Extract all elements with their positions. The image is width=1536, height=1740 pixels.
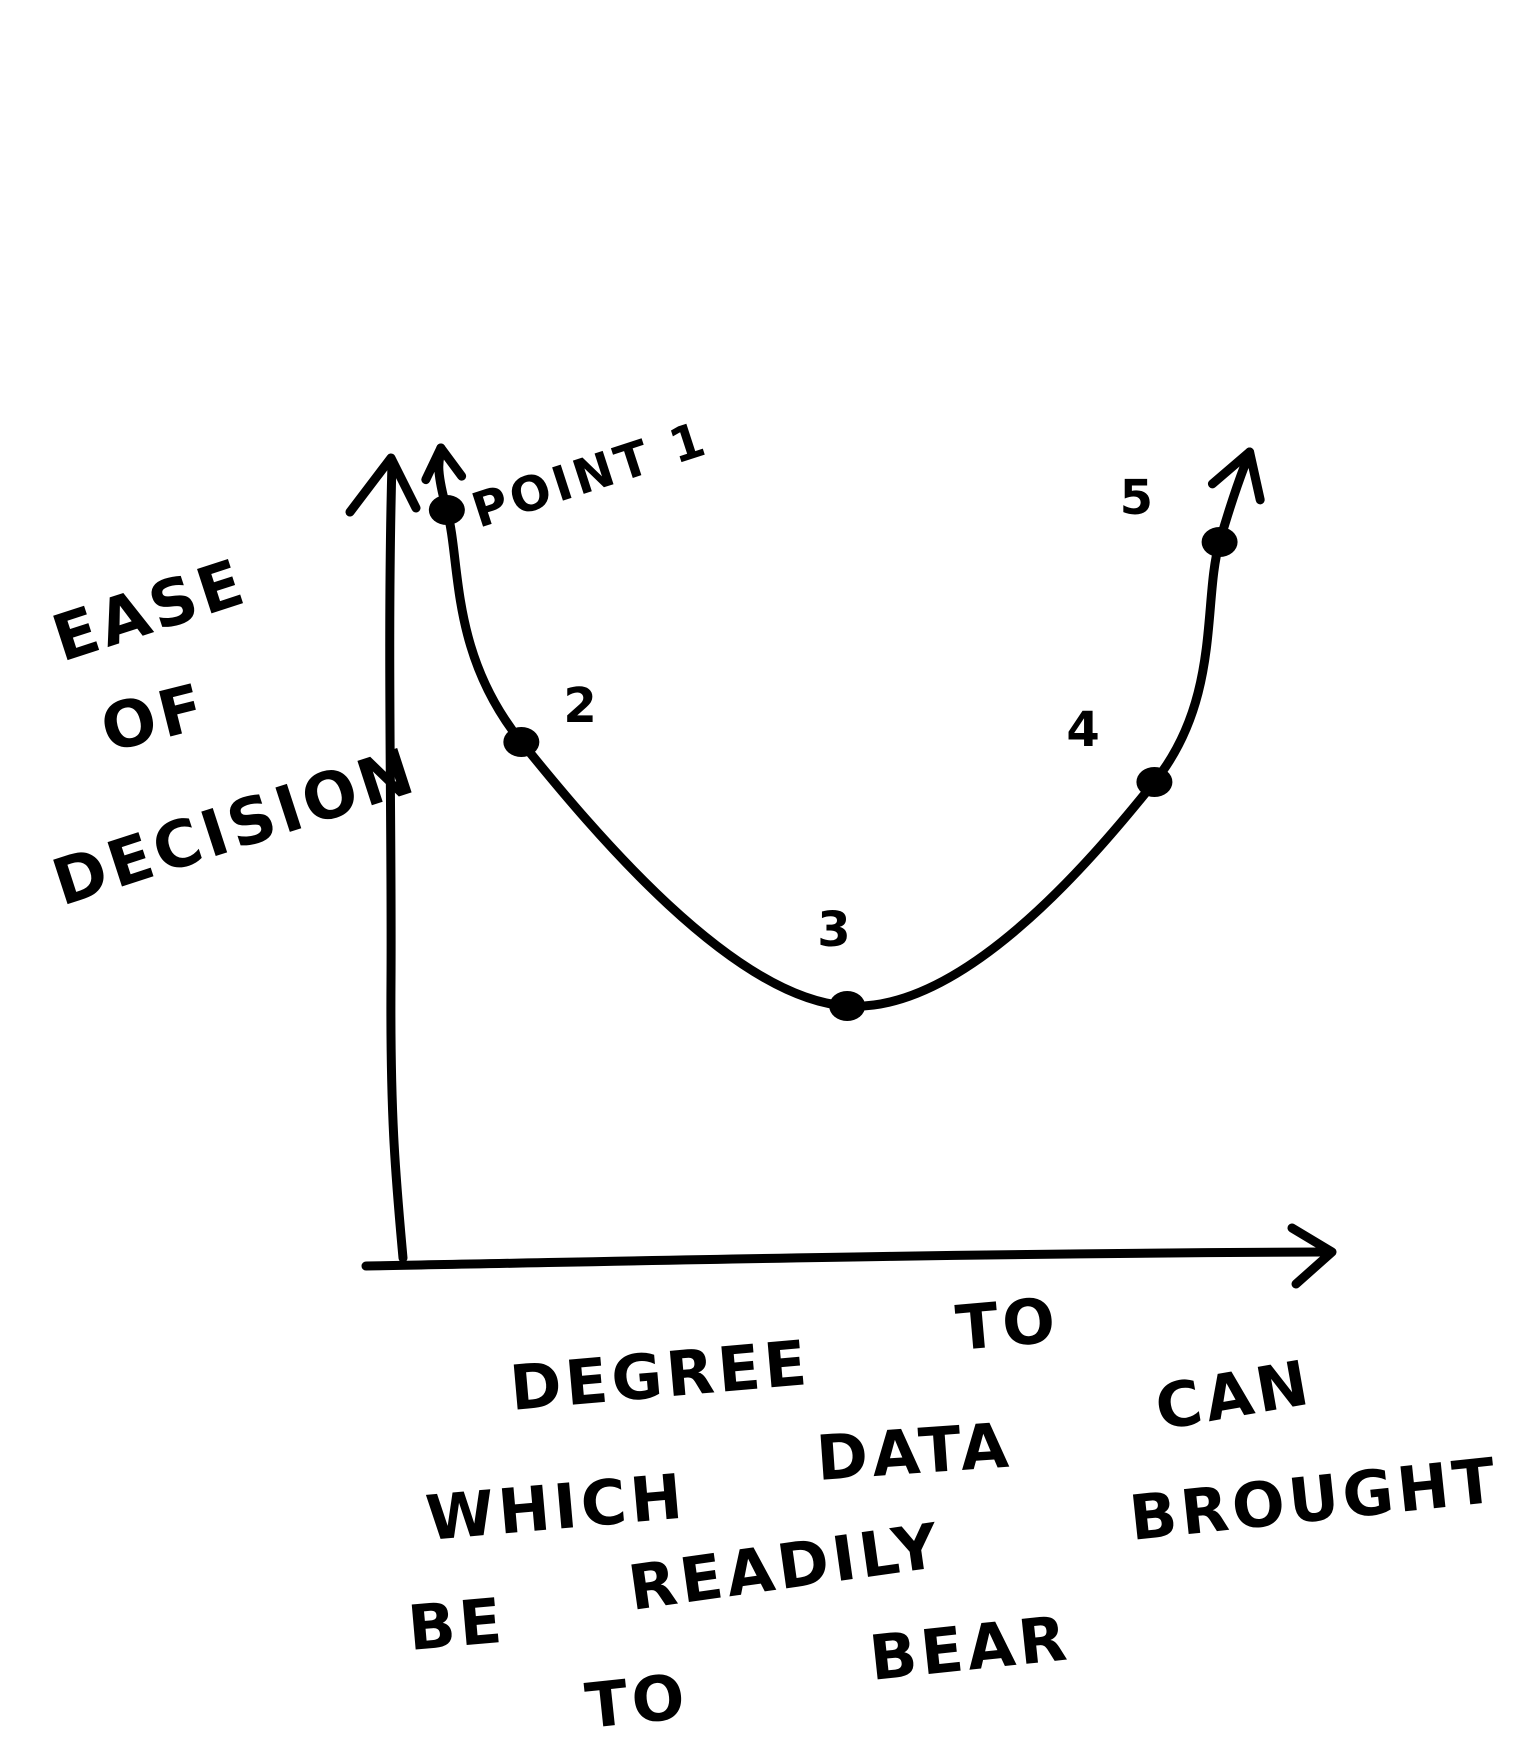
data-point-5 [1201, 527, 1238, 557]
x-axis-label-word-10: BEAR [866, 1601, 1074, 1695]
x-axis-label-word-6: BE [405, 1584, 509, 1665]
x-axis [361, 1223, 1337, 1289]
x-axis-label-word-5: CAN [1150, 1346, 1318, 1445]
data-point-3 [829, 991, 866, 1021]
y-axis [345, 453, 421, 1263]
curve-end-arrowhead [1207, 447, 1265, 505]
curve-start-arrowhead [421, 443, 467, 485]
y-axis-line [385, 457, 408, 1263]
data-point-1 [428, 495, 465, 525]
x-axis-label-word-1: DEGREE [507, 1326, 813, 1425]
point-labels: POINT 1 2 3 4 5 [465, 410, 1157, 958]
point-label-4: 4 [1066, 702, 1103, 758]
y-axis-label-line-1: EASE [44, 545, 256, 677]
x-axis-line [361, 1247, 1327, 1271]
x-axis-label-word-2: TO [953, 1283, 1062, 1365]
point-label-1: POINT 1 [465, 410, 715, 539]
data-point-4 [1136, 767, 1173, 797]
data-series: POINT 1 2 3 4 5 [421, 410, 1265, 1021]
y-axis-label-line-2: OF [94, 670, 215, 767]
x-axis-arrowhead [1287, 1223, 1337, 1289]
point-label-3: 3 [817, 902, 854, 958]
data-points [428, 495, 1238, 1021]
x-axis-label-word-8: BROUGHT [1126, 1444, 1503, 1555]
y-axis-arrowhead [345, 453, 421, 517]
data-point-2 [503, 727, 540, 757]
x-axis-label-word-3: WHICH [423, 1459, 689, 1554]
y-axis-label-line-3: DECISION [44, 734, 426, 921]
point-label-2: 2 [563, 678, 600, 734]
x-axis-label-word-9: TO [582, 1660, 692, 1740]
y-axis-label: EASE OF DECISION [44, 545, 426, 921]
point-label-5: 5 [1120, 470, 1157, 526]
x-axis-label: DEGREE TO WHICH DATA CAN BE READILY BROU… [405, 1283, 1503, 1740]
x-axis-label-word-4: DATA [814, 1408, 1015, 1495]
